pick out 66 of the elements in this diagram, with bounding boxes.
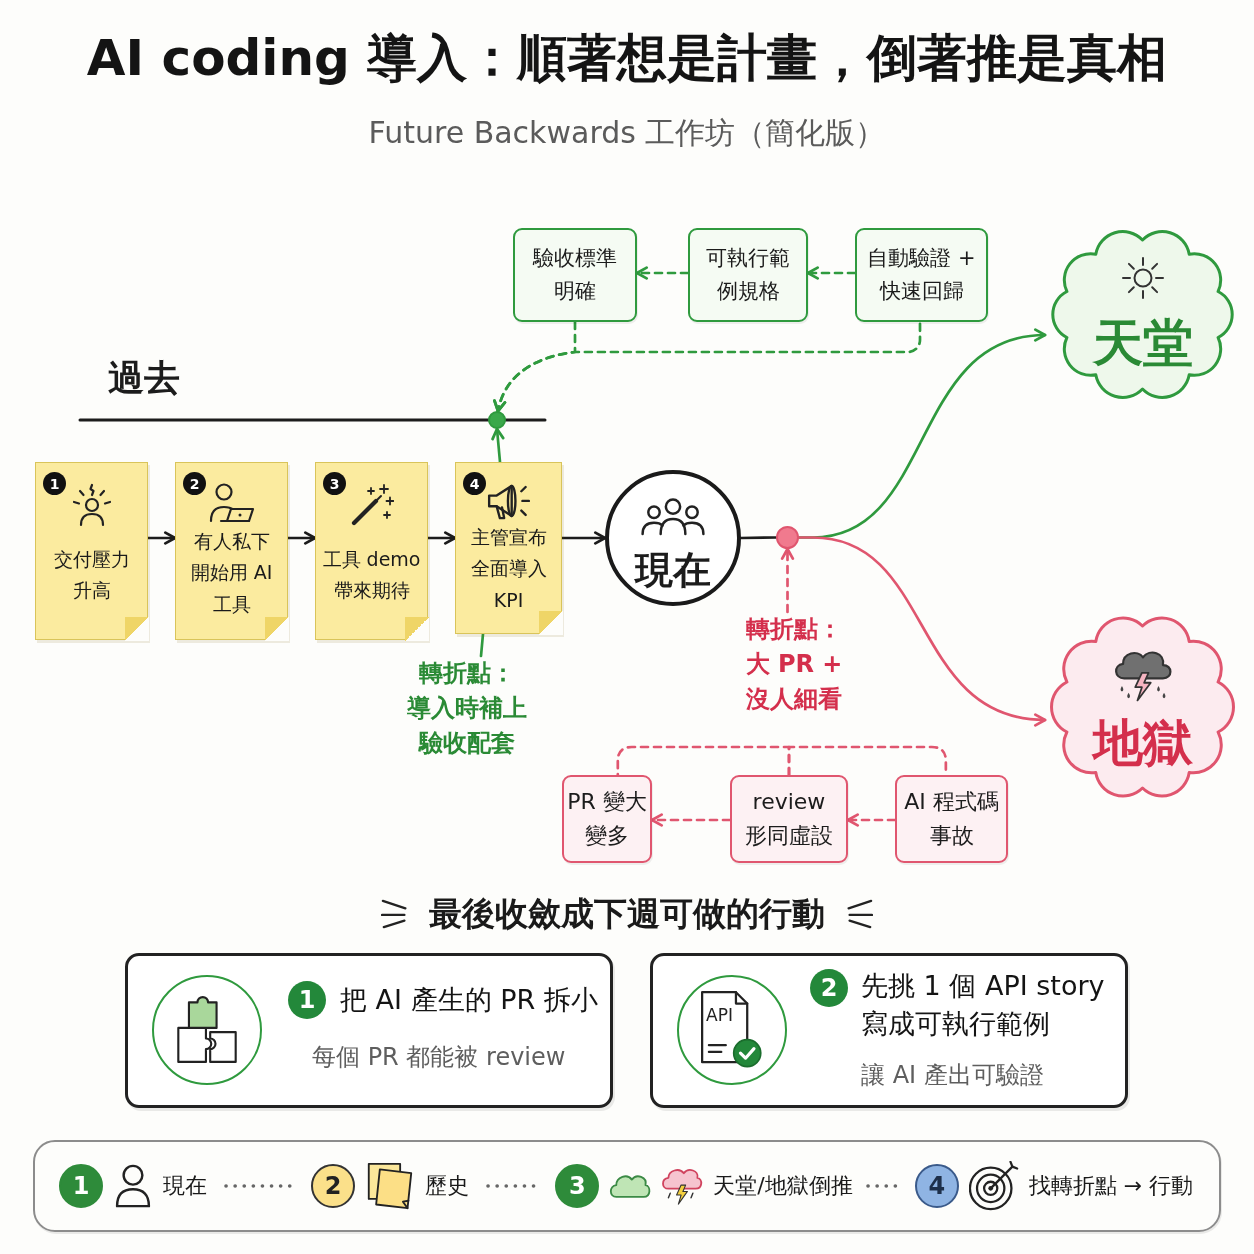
action-card: [125, 953, 613, 1108]
card-subtitle: 讓 AI 產出可驗證: [861, 1060, 1044, 1091]
sticky-note: [455, 462, 562, 634]
title: AI coding 導入：順著想是計畫，倒著推是真相: [86, 28, 1168, 88]
note-text: 工具 demo帶來期待: [321, 546, 422, 603]
problem-box: AI 程式碼事故: [895, 775, 1008, 863]
dashed-line: [787, 745, 948, 777]
step-number: 4: [463, 472, 486, 495]
step-label: 現在: [163, 1172, 207, 1200]
step-number: 2: [183, 472, 206, 495]
note-text: 交付壓力升高: [52, 546, 131, 603]
section-label: 過去: [108, 356, 180, 400]
present-label: 現在: [635, 548, 711, 592]
note-text: 主管宣布全面導入KPI: [469, 525, 548, 613]
step-number: 3: [323, 472, 346, 495]
dashed-arrow: [780, 547, 795, 614]
problem-box: PR 變大變多: [562, 775, 652, 863]
annotation-heading: 轉折點：: [419, 658, 515, 689]
arrow: [491, 427, 505, 464]
step-number: 2: [311, 1164, 355, 1208]
card-number: 1: [288, 981, 326, 1019]
card-number: 2: [810, 969, 848, 1007]
step-label: 歷史: [425, 1172, 469, 1200]
problem-box: review形同虛設: [730, 775, 848, 863]
step-number: 3: [555, 1164, 600, 1208]
junction-dot: [776, 526, 799, 549]
card-title: 先挑 1 個 API story寫成可執行範例: [861, 969, 1106, 1041]
sticky-note: [175, 462, 288, 640]
dashed-arrow: [635, 266, 690, 280]
dashed-arrow: [493, 320, 922, 413]
dashed-line: [616, 745, 791, 777]
practice-box: 自動驗證 +快速回歸: [855, 228, 988, 322]
practice-box: 驗收標準明確: [513, 228, 637, 322]
step-number: 1: [43, 472, 66, 495]
arrow: [426, 531, 457, 545]
step-label: 找轉折點 → 行動: [1028, 1172, 1194, 1200]
icon-text: API: [706, 1007, 733, 1024]
dashed-arrow: [806, 266, 857, 280]
summary-bar: [33, 1140, 1221, 1232]
sticky-note: [315, 462, 428, 640]
arrow: [286, 531, 317, 545]
arrow: [797, 536, 1047, 726]
arrow: [146, 531, 177, 545]
practice-box: 可執行範例規格: [688, 228, 808, 322]
action-card: [650, 953, 1128, 1108]
step-number: 1: [59, 1164, 103, 1208]
arrow: [560, 531, 607, 545]
annotation-heading: 轉折點：: [746, 614, 842, 645]
subtitle: Future Backwards 工作坊（簡化版）: [368, 114, 886, 152]
junction-dot: [488, 411, 506, 429]
sticky-note: [35, 462, 148, 640]
leader-line: [479, 632, 485, 658]
section-heading: 最後收斂成下週可做的行動: [429, 893, 825, 935]
annotation-text: 導入時補上驗收配套: [406, 692, 528, 759]
note-text: 有人私下開始用 AI工具: [189, 529, 274, 617]
connector-line: [739, 536, 778, 540]
step-label: 天堂/地獄倒推: [713, 1172, 853, 1200]
card-title: 把 AI 產生的 PR 拆小: [340, 983, 598, 1017]
dashed-arrow: [846, 813, 897, 827]
cloud-label: 地獄: [1092, 714, 1193, 772]
card-subtitle: 每個 PR 都能被 review: [312, 1042, 566, 1073]
annotation-text: 大 PR +沒人細看: [744, 648, 844, 715]
cloud-label: 天堂: [1092, 314, 1193, 372]
dashed-arrow: [650, 813, 732, 827]
dotted-line: [224, 1184, 294, 1188]
step-number: 4: [914, 1164, 959, 1208]
